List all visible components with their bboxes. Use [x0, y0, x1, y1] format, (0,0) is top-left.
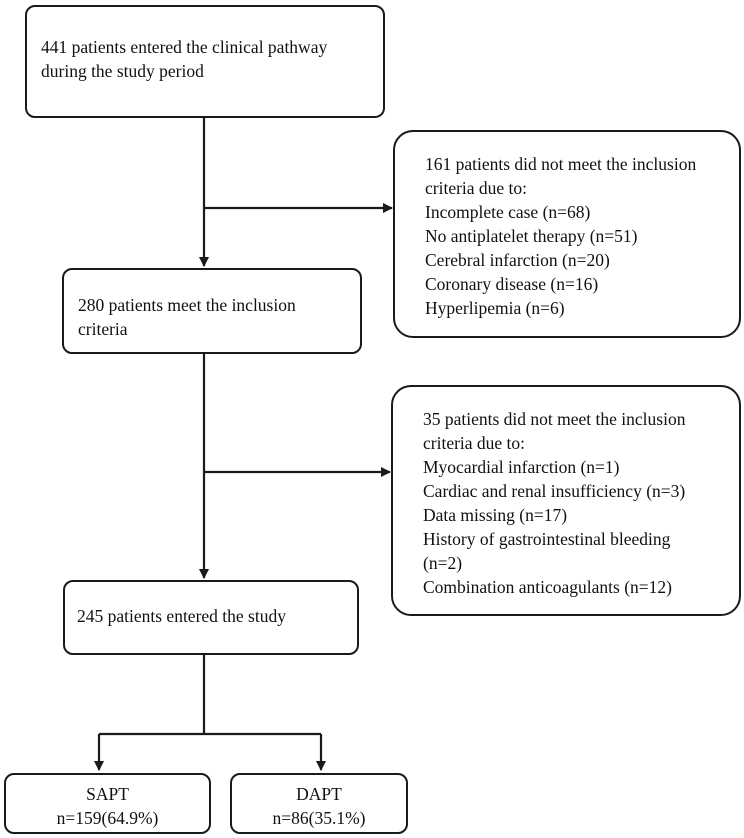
exclusion-2-line: Data missing (n=17) — [423, 505, 568, 525]
entry-box: 441 patients entered the clinical pathwa… — [25, 5, 385, 118]
exclusion-2-line: 35 patients did not meet the inclusion — [423, 409, 686, 429]
dapt-box-line: n=86(35.1%) — [272, 808, 366, 828]
exclusion-1-line: 161 patients did not meet the inclusion — [425, 154, 697, 174]
exclusion-1-line: Cerebral infarction (n=20) — [425, 250, 610, 270]
exclusion-2-line: Combination anticoagulants (n=12) — [423, 577, 672, 597]
exclusion-1-line: criteria due to: — [425, 178, 528, 198]
inclusion-box-line: 280 patients meet the inclusion — [78, 295, 296, 315]
inclusion-box-line: criteria — [78, 319, 128, 339]
sapt-box-line: n=159(64.9%) — [56, 808, 159, 828]
dapt-box-line: DAPT — [296, 784, 342, 804]
entry-box-line: 441 patients entered the clinical pathwa… — [41, 37, 328, 57]
inclusion-box: 280 patients meet the inclusion criteria — [62, 268, 362, 354]
exclusion-1-line: Hyperlipemia (n=6) — [425, 298, 565, 318]
exclusion-2-line: Myocardial infarction (n=1) — [423, 457, 620, 477]
study-box-line: 245 patients entered the study — [77, 606, 286, 626]
entry-box-line: during the study period — [41, 61, 204, 81]
sapt-box: SAPT n=159(64.9%) — [4, 773, 211, 834]
exclusion-2-line: criteria due to: — [423, 433, 526, 453]
exclusion-box-2: 35 patients did not meet the inclusion c… — [391, 385, 741, 616]
sapt-box-line: SAPT — [86, 784, 129, 804]
exclusion-1-line: Incomplete case (n=68) — [425, 202, 591, 222]
exclusion-2-line: (n=2) — [423, 553, 463, 573]
study-box: 245 patients entered the study — [63, 580, 359, 655]
exclusion-2-line: History of gastrointestinal bleeding — [423, 529, 671, 549]
exclusion-1-line: No antiplatelet therapy (n=51) — [425, 226, 638, 246]
exclusion-1-line: Coronary disease (n=16) — [425, 274, 599, 294]
exclusion-box-1: 161 patients did not meet the inclusion … — [393, 130, 741, 338]
dapt-box: DAPT n=86(35.1%) — [230, 773, 408, 834]
exclusion-2-line: Cardiac and renal insufficiency (n=3) — [423, 481, 686, 501]
